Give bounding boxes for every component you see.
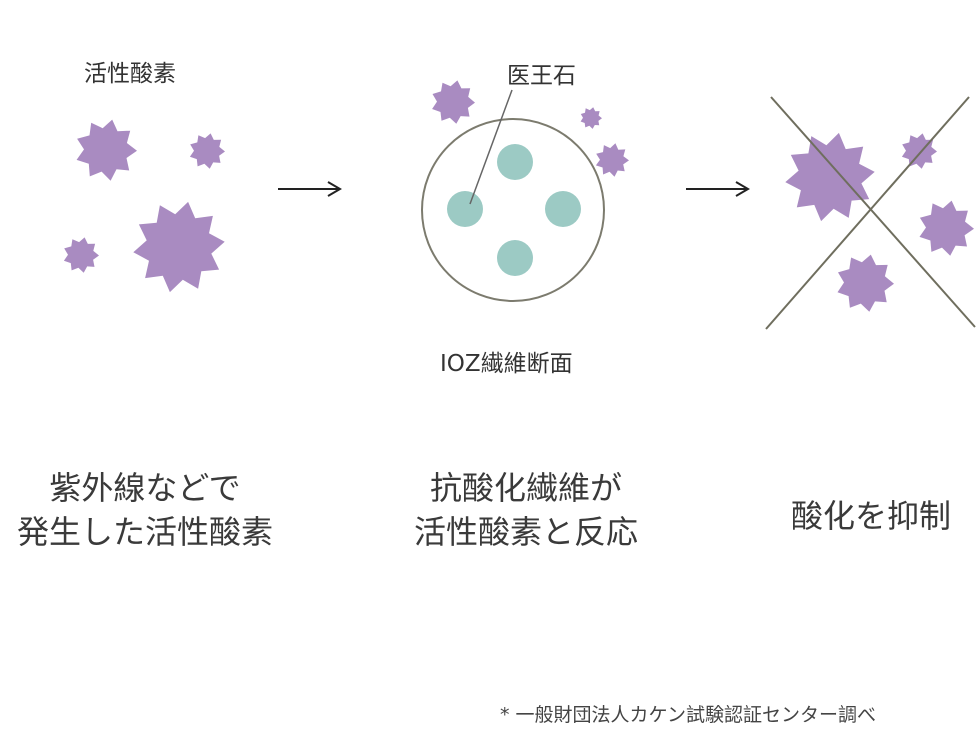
mineral-particle [497,144,533,180]
panel-fiber-section [421,80,629,302]
active-oxygen-star [76,119,137,181]
caption-step-3-line-1: 酸化を抑制 [790,497,951,535]
active-oxygen-star [133,201,225,293]
mineral-leader-line [469,89,513,205]
mineral-particle [447,191,483,227]
active-oxygen-star [785,132,875,222]
caption-step-2: 抗酸化繊維が 活性酸素と反応 [398,466,654,554]
panel-suppressed [765,96,976,330]
caption-step-3: 酸化を抑制 [776,494,966,538]
arrow-2 [686,181,750,197]
caption-step-2-line-1: 抗酸化繊維が [429,469,622,507]
footnote: * 一般財団法人カケン試験認証センター調べ [500,704,876,726]
caption-step-1-line-2: 発生した活性酸素 [16,513,273,551]
fiber-outline [421,118,605,302]
cross-line [765,96,970,330]
panel-active-oxygen [63,119,225,293]
label-active-oxygen: 活性酸素 [84,61,176,87]
caption-step-2-line-2: 活性酸素と反応 [413,513,638,551]
active-oxygen-star [919,200,974,256]
label-mineral: 医王石 [507,63,576,89]
label-fiber-section: IOZ繊維断面 [440,351,573,377]
mineral-particle [497,240,533,276]
active-oxygen-star [580,107,602,129]
active-oxygen-star [837,254,894,312]
cross-line [770,96,976,328]
active-oxygen-star [63,237,99,273]
active-oxygen-star [189,133,225,169]
caption-step-1-line-1: 紫外線などで [49,469,241,507]
caption-step-1: 紫外線などで 発生した活性酸素 [0,466,290,554]
active-oxygen-star [595,143,629,177]
arrow-1 [278,181,342,197]
active-oxygen-star [432,80,475,124]
mineral-particle [545,191,581,227]
